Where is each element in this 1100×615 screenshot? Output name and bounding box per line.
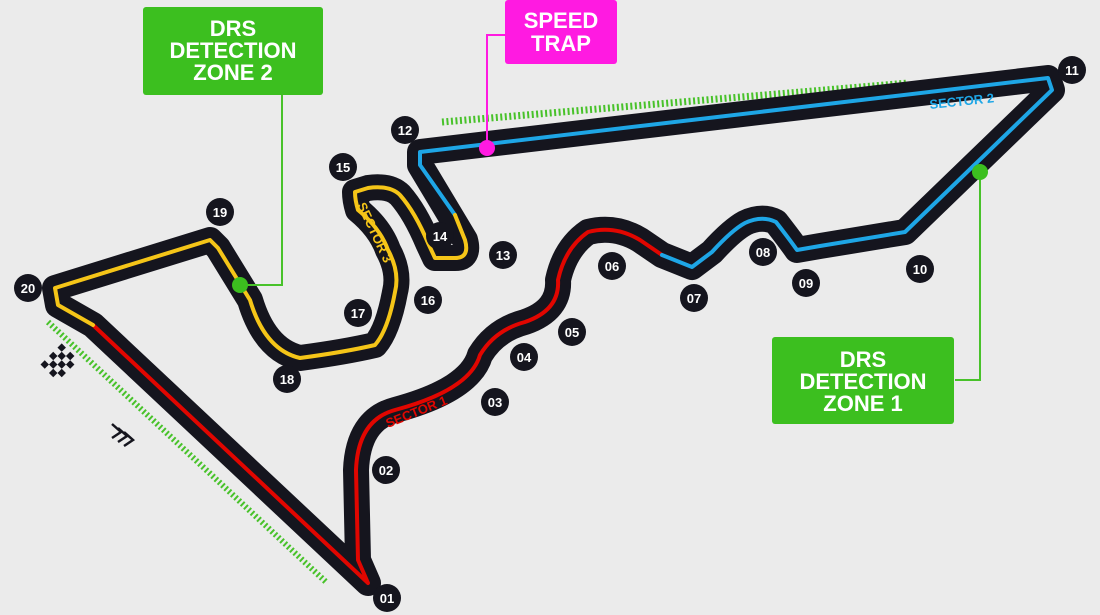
turn-07-marker: 07 — [680, 284, 708, 312]
drs-detection-zone-1-callout: DRS DETECTION ZONE 1 — [772, 337, 954, 424]
turn-16-marker: 16 — [414, 286, 442, 314]
turn-markers: 01 02 03 04 05 06 07 08 09 10 11 12 13 1… — [14, 56, 1086, 612]
turn-16-label: 16 — [421, 293, 435, 308]
speed-trap-point — [479, 140, 495, 156]
direction-chevrons-icon — [111, 423, 136, 448]
turn-02-label: 02 — [379, 463, 393, 478]
track-outline — [42, 65, 1065, 596]
drs-detection-zone-2-callout: DRS DETECTION ZONE 2 — [143, 7, 323, 95]
turn-04-label: 04 — [517, 350, 532, 365]
turn-04-marker: 04 — [510, 343, 538, 371]
turn-12-marker: 12 — [391, 116, 419, 144]
turn-19-label: 19 — [213, 205, 227, 220]
turn-20-marker: 20 — [14, 274, 42, 302]
turn-03-marker: 03 — [481, 388, 509, 416]
turn-06-label: 06 — [605, 259, 619, 274]
turn-18-marker: 18 — [273, 365, 301, 393]
drs-zone-1-line-1: DRS — [840, 347, 886, 372]
drs-zone-1-line-3: ZONE 1 — [823, 391, 902, 416]
turn-10-marker: 10 — [906, 255, 934, 283]
turn-19-marker: 19 — [206, 198, 234, 226]
turn-13-label: 13 — [496, 248, 510, 263]
turn-01-marker: 01 — [373, 584, 401, 612]
turn-03-label: 03 — [488, 395, 502, 410]
sector-2-line — [418, 76, 1054, 269]
turn-01-label: 01 — [380, 591, 394, 606]
turn-15-label: 15 — [336, 160, 350, 175]
speed-trap-line-2: TRAP — [531, 31, 591, 56]
turn-11-marker: 11 — [1058, 56, 1086, 84]
drs-zone-marker-back-straight — [441, 79, 909, 126]
sector-3-line — [53, 185, 469, 360]
turn-18-label: 18 — [280, 372, 294, 387]
drs-zone-2-line-1: DRS — [210, 16, 256, 41]
turn-14-marker: 14 — [426, 222, 454, 250]
turn-09-label: 09 — [799, 276, 813, 291]
turn-05-label: 05 — [565, 325, 579, 340]
turn-10-label: 10 — [913, 262, 927, 277]
sector-2-label: SECTOR 2 — [929, 90, 995, 112]
turn-12-label: 12 — [398, 123, 412, 138]
turn-13-marker: 13 — [489, 241, 517, 269]
turn-07-label: 07 — [687, 291, 701, 306]
turn-09-marker: 09 — [792, 269, 820, 297]
drs-zone-marker-main-straight — [45, 319, 329, 585]
speed-trap-line-1: SPEED — [524, 8, 599, 33]
turn-20-label: 20 — [21, 281, 35, 296]
turn-02-marker: 02 — [372, 456, 400, 484]
speed-trap-leader — [486, 34, 505, 148]
turn-17-marker: 17 — [344, 299, 372, 327]
turn-05-marker: 05 — [558, 318, 586, 346]
sector-1-line — [91, 227, 664, 585]
drs-detection-point-1 — [972, 164, 988, 180]
drs-zone-1-line-2: DETECTION — [799, 369, 926, 394]
speed-trap-callout: SPEED TRAP — [505, 0, 617, 64]
turn-11-label: 11 — [1065, 63, 1079, 78]
turn-06-marker: 06 — [598, 252, 626, 280]
drs-zone-2-line-3: ZONE 2 — [193, 60, 272, 85]
drs-zone-2-line-2: DETECTION — [169, 38, 296, 63]
drs-zone-2-leader — [240, 95, 283, 286]
turn-15-marker: 15 — [329, 153, 357, 181]
turn-17-label: 17 — [351, 306, 365, 321]
drs-zone-1-leader — [955, 172, 981, 381]
turn-08-marker: 08 — [749, 238, 777, 266]
turn-14-label: 14 — [433, 229, 448, 244]
drs-detection-point-2 — [232, 277, 248, 293]
turn-08-label: 08 — [756, 245, 770, 260]
